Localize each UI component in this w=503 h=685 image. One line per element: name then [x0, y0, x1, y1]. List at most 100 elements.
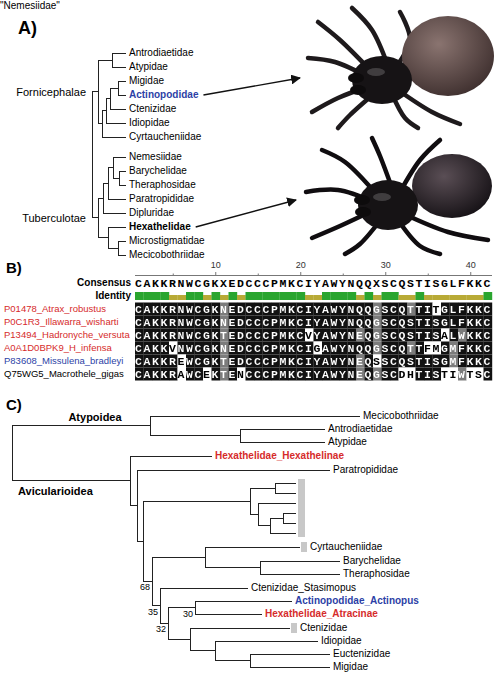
tree-branch: [260, 561, 261, 574]
sequence: CAKKVNWCGKNEDCCCPMKCIGAWYNQQGSCQTTFMGMFK…: [135, 342, 492, 355]
identity-bar-cell: [186, 292, 195, 300]
tree-branch: [260, 561, 340, 562]
identity-bar-cell: [390, 292, 399, 300]
tree-branch: [152, 605, 160, 606]
tree-branch: [168, 639, 190, 640]
tree-branch: [130, 456, 212, 457]
identity-bar-cell: [433, 295, 442, 300]
identity-bar-cell: [229, 292, 238, 300]
tree-branch: [283, 523, 296, 524]
identity-bar-cell: [331, 292, 340, 300]
taxon-label: Migidae: [129, 75, 164, 87]
taxon-label: Ctenizidae: [129, 103, 176, 115]
taxon-label: Idiopidae: [129, 117, 170, 129]
spider-photo: [306, 138, 492, 254]
alignment-ruler: [135, 272, 492, 276]
taxon-label: Hexathelidae_Hexathelinae: [215, 450, 344, 462]
tree-branch: [113, 157, 114, 178]
identity-bar-cell: [246, 292, 255, 300]
tree-branch: [106, 123, 126, 124]
tree-branch: [92, 91, 98, 92]
taxon-label: Barychelidae: [343, 555, 401, 567]
tree-branch: [106, 99, 107, 124]
sequence: CAKKRNWCGKNEDCCCPMKCIYAWYNQQGSCQSTISGLFK…: [135, 316, 492, 329]
tree-branch: [205, 547, 206, 568]
tree-branch: [195, 601, 292, 602]
taxon-label: Hexathelidae_Atracinae: [265, 608, 378, 620]
tree-branch: [143, 501, 144, 581]
tree-branch: [160, 623, 168, 624]
ruler-tick: [385, 272, 386, 276]
identity-bar-cell: [365, 292, 374, 300]
tree-branch: [250, 667, 330, 668]
tree-branch: [108, 227, 109, 248]
tree-branch: [108, 227, 126, 228]
tree-branch: [250, 654, 251, 667]
ruler-tick: [300, 272, 301, 276]
tree-branch: [137, 470, 138, 541]
taxon-label: Mecicobothriidae: [363, 410, 439, 422]
identity-bar-cell: [450, 295, 459, 300]
tree-branch: [98, 123, 102, 124]
tree-branch: [137, 470, 330, 471]
ruler-tick: [258, 274, 259, 276]
tree-branch: [250, 488, 251, 514]
tree-branch: [258, 503, 296, 504]
tree-branch: [240, 429, 241, 442]
row-label: P0C1R3_Illawarra_wisharti: [4, 317, 119, 328]
tree-branch: [283, 513, 296, 514]
tree-branch: [190, 628, 191, 651]
taxon-label: "Nemesiidae": [0, 0, 60, 12]
taxon-label: Barychelidae: [129, 165, 187, 177]
identity-bar-cell: [195, 292, 204, 300]
tree-branch: [113, 157, 126, 158]
identity-bar-cell: [424, 295, 433, 300]
tree-branch: [118, 81, 126, 82]
identity-bar-cell: [441, 295, 450, 300]
tree-branch: [195, 601, 196, 614]
tree-branch: [275, 483, 296, 484]
tree-branch: [98, 60, 99, 124]
row-heading: Identity: [95, 290, 131, 302]
identity-bar-cell: [169, 295, 178, 300]
clade-highlight: [298, 479, 305, 537]
tree-branch: [103, 183, 104, 213]
tree-branch: [98, 198, 99, 237]
spider-chelicera: [348, 73, 364, 83]
taxon-label: Hexathelidae: [129, 221, 191, 233]
taxon-label: Ctenizidae: [300, 622, 347, 634]
identity-bar-cell: [280, 292, 289, 300]
taxon-label: Idiopidae: [321, 635, 362, 647]
tree-branch: [98, 60, 112, 61]
tree-branch: [215, 660, 250, 661]
tree-branch: [108, 248, 118, 249]
tree-branch: [270, 533, 296, 534]
tree-branch: [118, 81, 119, 95]
tree-branch: [118, 241, 119, 255]
tree-branch: [118, 241, 126, 242]
identity-bar-cell: [271, 292, 280, 300]
tree-branch: [130, 456, 131, 506]
identity-bar-cell: [322, 292, 331, 300]
taxon-label: Paratropididae: [333, 464, 398, 476]
taxon-label: Antrodiaetidae: [328, 423, 393, 435]
taxon-label: Theraphosidae: [129, 179, 196, 191]
tree-branch: [143, 501, 250, 502]
tree-branch: [275, 493, 296, 494]
clade-label: Atypoidea: [68, 411, 121, 424]
spider-chelicera: [354, 195, 370, 205]
tree-branch: [240, 429, 325, 430]
taxon-label: Atypidae: [328, 436, 367, 448]
clade-label: Fornicephalae: [16, 86, 86, 99]
tree-branch: [118, 95, 126, 96]
tree-branch: [130, 505, 137, 506]
support-value: 68: [140, 582, 150, 592]
tree-branch: [113, 178, 119, 179]
clade-highlight: [291, 623, 297, 633]
clade-label: Tuberculotae: [22, 212, 86, 225]
ruler-tick: [343, 274, 344, 276]
tree-branch: [270, 518, 283, 519]
tree-branch: [250, 514, 258, 515]
identity-bar-cell: [382, 292, 391, 300]
pointer-arrow: [196, 200, 296, 227]
